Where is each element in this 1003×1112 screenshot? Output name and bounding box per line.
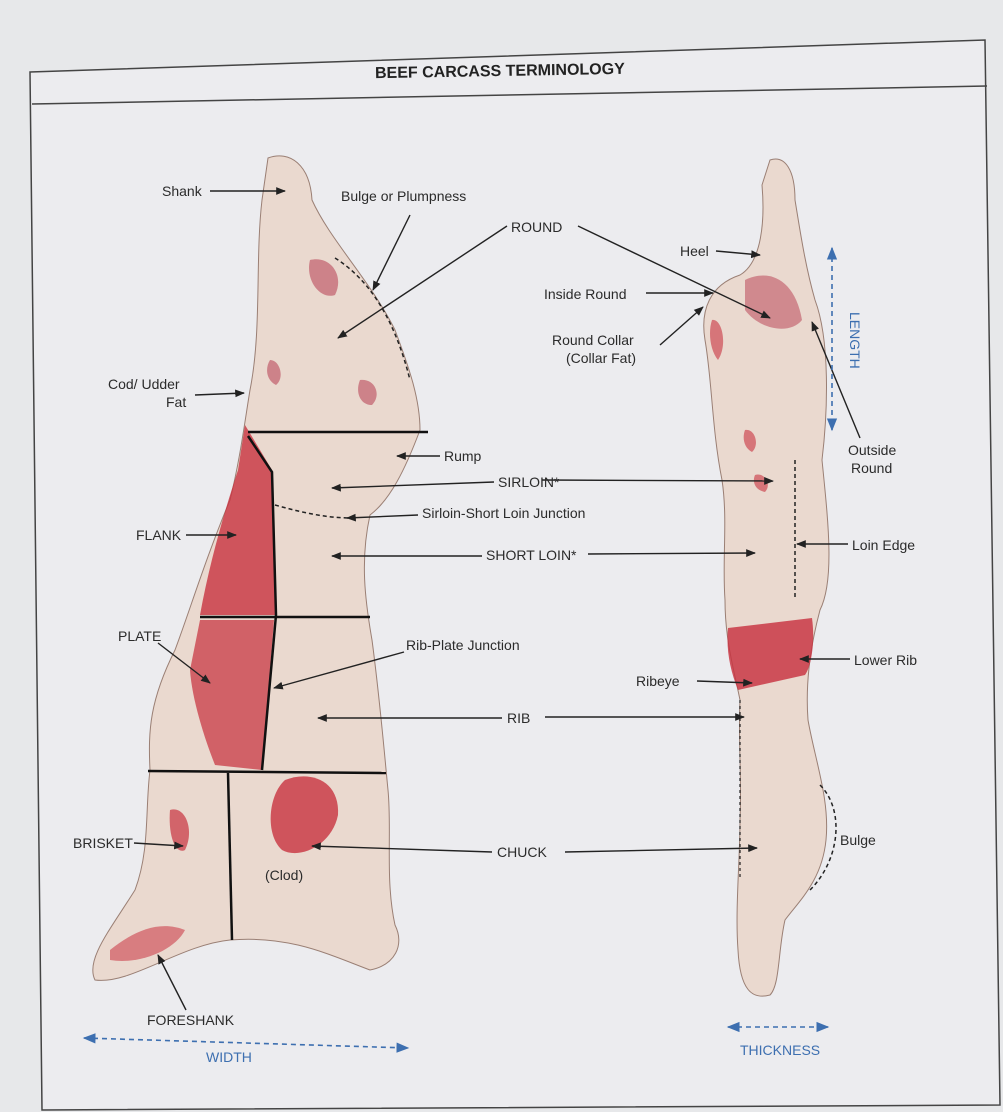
label-ribeye: Ribeye — [636, 673, 680, 689]
label-cod-udder-fat-2: Fat — [166, 394, 186, 410]
label-plate: PLATE — [118, 628, 161, 644]
label-round-collar-1: Round Collar — [552, 332, 634, 348]
label-end-bulge: Bulge — [840, 832, 876, 848]
label-lower-rib: Lower Rib — [854, 652, 917, 668]
label-clod: (Clod) — [265, 867, 303, 883]
label-brisket: BRISKET — [73, 835, 133, 851]
label-rump: Rump — [444, 448, 482, 464]
label-outside-round-1: Outside — [848, 442, 896, 458]
label-loin-edge: Loin Edge — [852, 537, 915, 553]
label-sirloin-short-loin-junction: Sirloin-Short Loin Junction — [422, 505, 585, 521]
label-width: WIDTH — [206, 1049, 252, 1065]
label-round: ROUND — [511, 219, 562, 235]
label-chuck: CHUCK — [497, 844, 547, 860]
label-rib-plate-junction: Rib-Plate Junction — [406, 637, 520, 653]
label-flank: FLANK — [136, 527, 182, 543]
label-shank: Shank — [162, 183, 203, 199]
label-sirloin: SIRLOIN* — [498, 474, 560, 490]
label-length: LENGTH — [847, 312, 863, 369]
label-outside-round-2: Round — [851, 460, 892, 476]
label-thickness: THICKNESS — [740, 1042, 820, 1058]
label-rib: RIB — [507, 710, 530, 726]
label-foreshank: FORESHANK — [147, 1012, 235, 1028]
label-heel: Heel — [680, 243, 709, 259]
label-inside-round: Inside Round — [544, 286, 627, 302]
label-bulge-or-plumpness: Bulge or Plumpness — [341, 188, 466, 204]
label-round-collar-2: (Collar Fat) — [566, 350, 636, 366]
label-cod-udder-fat-1: Cod/ Udder — [108, 376, 180, 392]
label-short-loin: SHORT LOIN* — [486, 547, 577, 563]
